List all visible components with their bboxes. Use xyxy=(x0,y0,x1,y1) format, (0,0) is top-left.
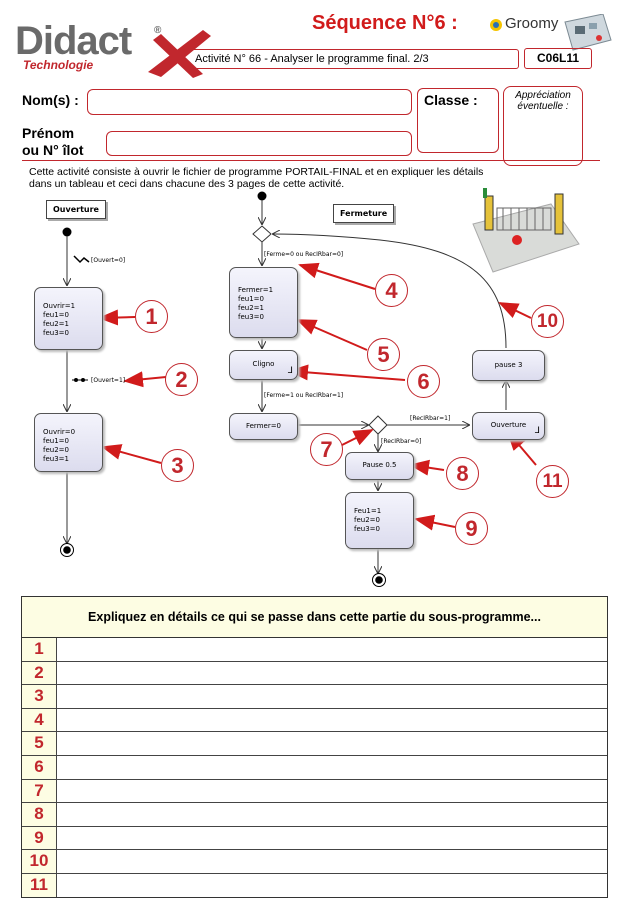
table-row: 9 xyxy=(22,826,607,851)
table-row: 3 xyxy=(22,685,607,709)
logo-x-mark xyxy=(148,30,211,78)
ouverture-note: Ouverture xyxy=(46,200,106,219)
activity-title-box: Activité N° 66 - Analyser le programme f… xyxy=(183,49,519,69)
callout-2: 2 xyxy=(165,363,198,396)
table-row: 4 xyxy=(22,708,607,733)
logo-registered: ® xyxy=(154,25,162,36)
class-field[interactable]: Classe : xyxy=(417,88,499,153)
appreciation-label-line1: Appréciation xyxy=(515,90,571,101)
guard-ouvert1: [Ouvert=1] xyxy=(91,377,126,384)
intro-line2: dans un tableau et ceci dans chacune des… xyxy=(29,178,345,190)
name-label: Nom(s) : xyxy=(22,92,79,108)
row-number: 10 xyxy=(22,850,57,873)
answer-cell[interactable] xyxy=(57,874,607,897)
logo-subtitle: Technologie xyxy=(23,58,94,72)
table-row: 5 xyxy=(22,732,607,756)
activity-open-1: Ouvrir=1 feu1=0 feu2=1 feu3=0 xyxy=(34,287,103,350)
name-field[interactable] xyxy=(87,89,412,115)
table-row: 1 xyxy=(22,638,607,662)
table-row: 8 xyxy=(22,803,607,827)
groomy-wordmark: Groomy xyxy=(505,15,559,32)
guard-recirbar0: [RecIRbar=0] xyxy=(381,438,422,445)
activity-code: C06L11 xyxy=(536,51,580,65)
row-number: 8 xyxy=(22,803,57,826)
callout-1: 1 xyxy=(135,300,168,333)
class-label: Classe : xyxy=(424,92,478,108)
guard-ferme1: [Ferme=1 ou RecIRbar=1] xyxy=(264,392,344,399)
gate-illustration xyxy=(472,188,580,273)
row-number: 1 xyxy=(22,638,57,661)
callout-6: 6 xyxy=(407,365,440,398)
activity-cligno: Cligno ⅃ xyxy=(229,350,298,380)
activity-open-2: Ouvrir=0 feu1=0 feu2=0 feu3=1 xyxy=(34,413,103,472)
activity-pause3: pause 3 xyxy=(472,350,545,381)
callout-8: 8 xyxy=(446,457,479,490)
first-name-label-line1: Prénom xyxy=(22,125,75,141)
callout-4: 4 xyxy=(375,274,408,307)
row-number: 3 xyxy=(22,685,57,708)
activity-fermer0: Fermer=0 xyxy=(229,413,298,440)
groomy-icon xyxy=(490,19,502,31)
answer-cell[interactable] xyxy=(57,850,607,873)
answer-cell[interactable] xyxy=(57,662,607,685)
row-number: 5 xyxy=(22,732,57,755)
row-number: 9 xyxy=(22,826,57,850)
first-name-label-line2: ou N° îlot xyxy=(22,142,84,158)
row-number: 11 xyxy=(22,873,57,897)
callout-3: 3 xyxy=(161,449,194,482)
guard-ouvert0: [Ouvert=0] xyxy=(91,257,126,264)
callout-9: 9 xyxy=(455,512,488,545)
activity-feux: Feu1=1 feu2=0 feu3=0 xyxy=(345,492,414,549)
appreciation-label-line2: éventuelle : xyxy=(517,101,569,112)
table-row: 11 xyxy=(22,873,607,897)
answer-cell[interactable] xyxy=(57,756,607,779)
answer-cell[interactable] xyxy=(57,780,607,803)
activity-pause05: Pause 0.5 xyxy=(345,452,414,480)
callout-10: 10 xyxy=(531,305,564,338)
guard-recirbar1: [RecIRbar=1] xyxy=(410,415,451,422)
didactx-logo: Didact ® Technologie xyxy=(15,14,215,78)
answer-cell[interactable] xyxy=(57,732,607,755)
first-name-field[interactable] xyxy=(106,131,412,156)
answer-cell[interactable] xyxy=(57,709,607,732)
table-row: 2 xyxy=(22,661,607,686)
callout-7: 7 xyxy=(310,433,343,466)
appreciation-field[interactable]: Appréciation éventuelle : xyxy=(503,86,583,166)
table-row: 10 xyxy=(22,850,607,874)
activity-ouverture-call: Ouverture ⅃ xyxy=(472,412,545,440)
answer-table: Expliquez en détails ce qui se passe dan… xyxy=(21,596,608,898)
sequence-title: Séquence N°6 : xyxy=(312,12,458,34)
activity-title: Activité N° 66 - Analyser le programme f… xyxy=(195,53,429,65)
row-number: 7 xyxy=(22,779,57,803)
circuit-board-image xyxy=(564,14,612,51)
callout-11: 11 xyxy=(536,465,569,498)
answer-table-header: Expliquez en détails ce qui se passe dan… xyxy=(22,597,607,638)
activity-diagram-lines xyxy=(60,191,537,587)
row-number: 2 xyxy=(22,661,57,685)
answer-cell[interactable] xyxy=(57,803,607,826)
header-separator xyxy=(22,160,600,161)
row-number: 4 xyxy=(22,708,57,732)
code-box: C06L11 xyxy=(524,48,592,69)
activity-close-1: Fermer=1 feu1=0 feu2=1 feu3=0 xyxy=(229,267,298,338)
answer-cell[interactable] xyxy=(57,685,607,708)
callout-5: 5 xyxy=(367,338,400,371)
guard-ferme0: [Ferme=0 ou RecIRbar=0] xyxy=(264,251,344,258)
table-row: 6 xyxy=(22,755,607,780)
subactivity-icon: ⅃ xyxy=(287,366,293,376)
answer-cell[interactable] xyxy=(57,827,607,850)
row-number: 6 xyxy=(22,755,57,779)
intro-line1: Cette activité consiste à ouvrir le fich… xyxy=(29,166,484,178)
table-row: 7 xyxy=(22,779,607,804)
answer-cell[interactable] xyxy=(57,638,607,661)
groomy-logo: Groomy xyxy=(489,14,614,54)
logo-brand: Didact xyxy=(15,19,132,63)
fermeture-note: Fermeture xyxy=(333,204,395,223)
subactivity-icon: ⅃ xyxy=(534,426,540,436)
